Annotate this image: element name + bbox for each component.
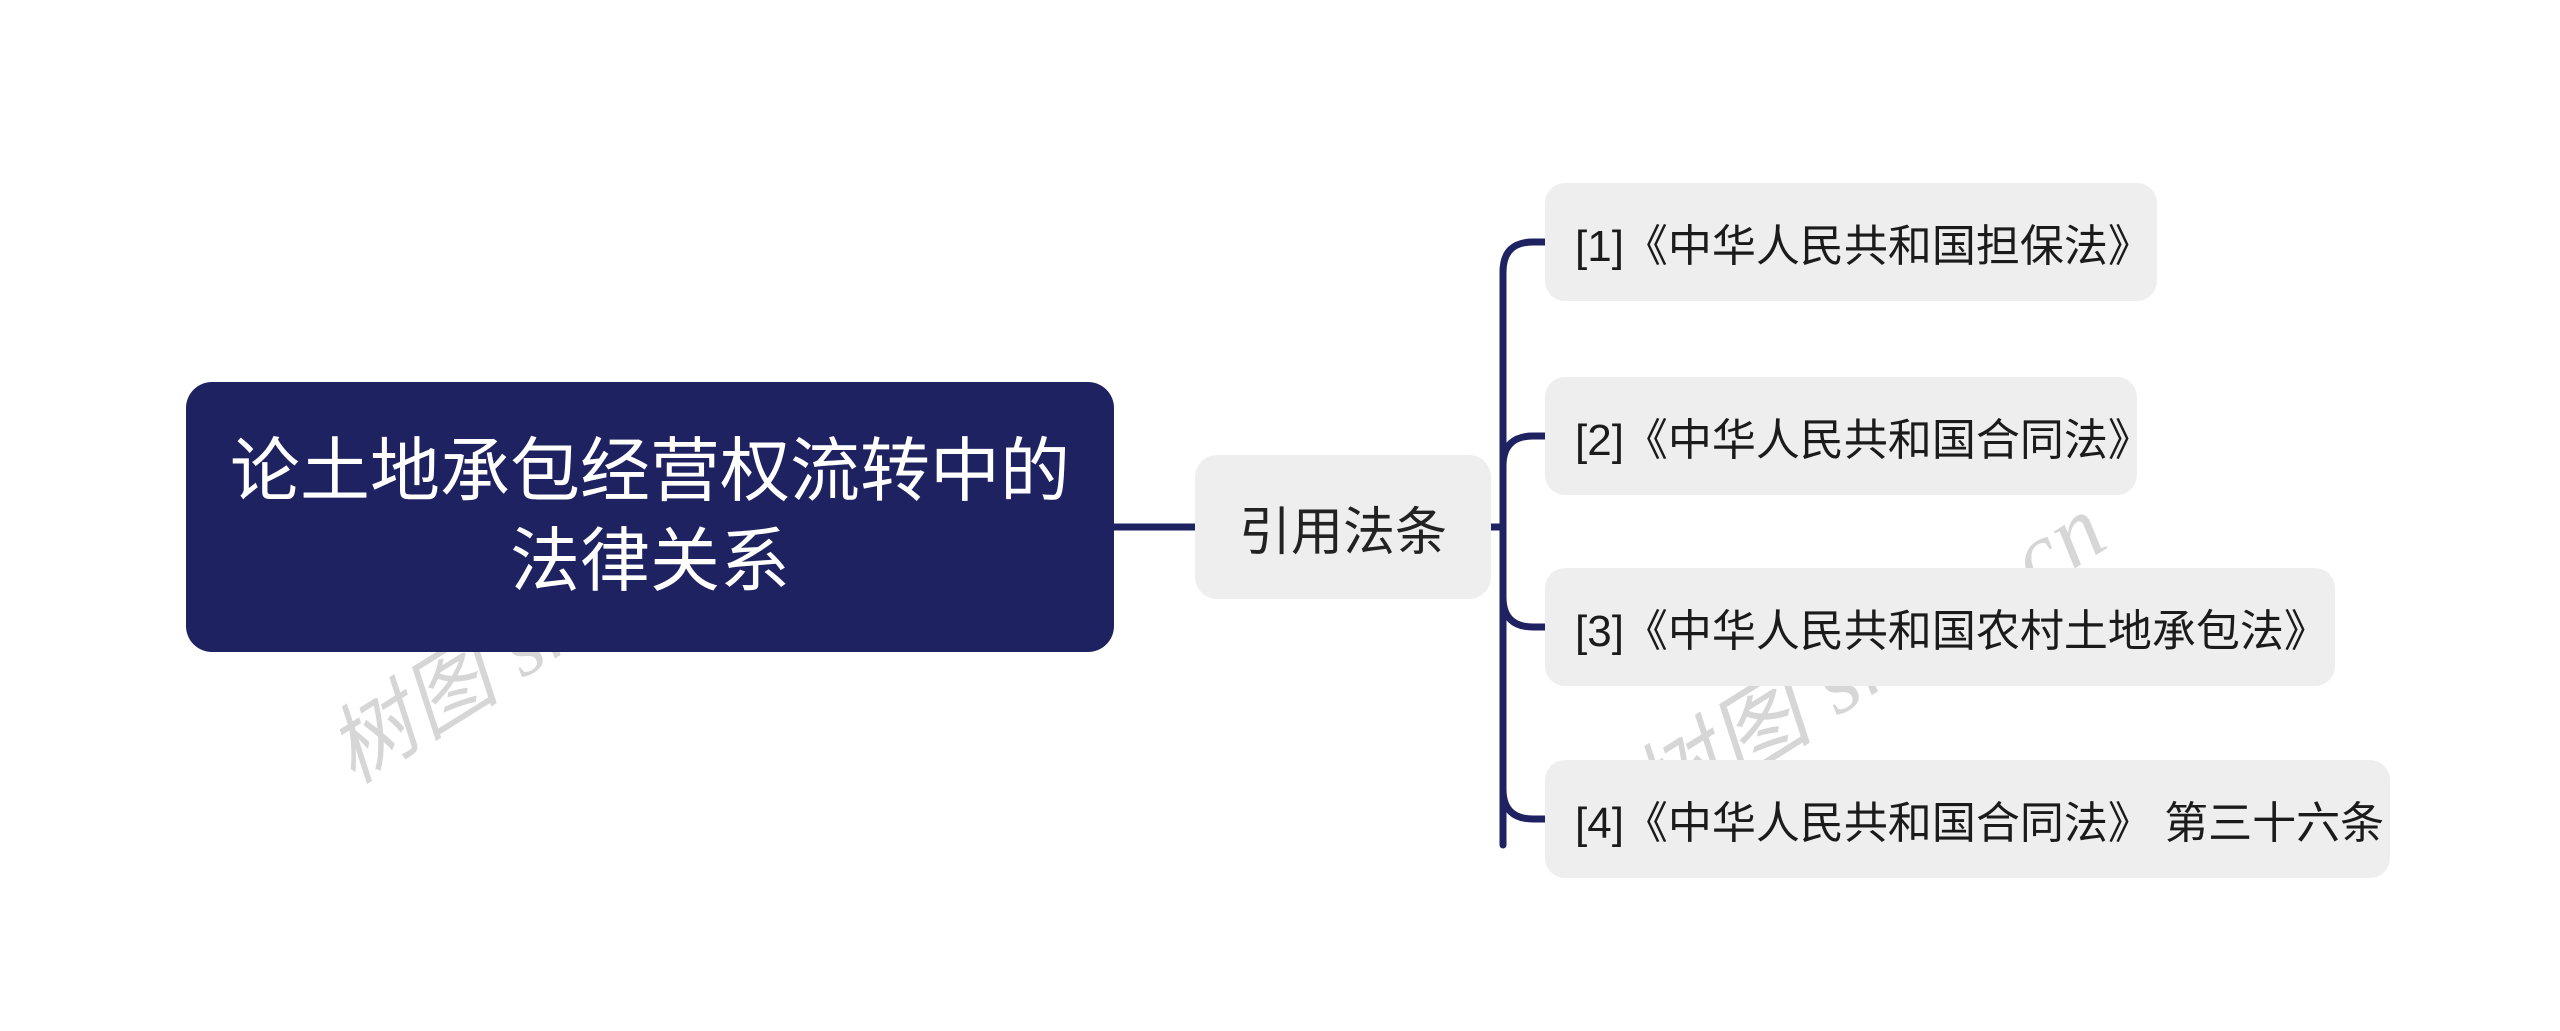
root-node-label: 论土地承包经营权流转中的法律关系 — [230, 432, 1070, 600]
leaf-node-label: [1]《中华人民共和国担保法》 — [1575, 222, 2152, 271]
leaf-node-citation-2[interactable]: [2]《中华人民共和国合同法》 — [1545, 377, 2152, 495]
wire-trunk-to-leaf-1 — [1499, 238, 1545, 273]
leaf-node-label: [2]《中华人民共和国合同法》 — [1575, 416, 2152, 465]
branch-node-citations[interactable]: 引用法条 — [1195, 455, 1491, 599]
leaf-node-citation-1[interactable]: [1]《中华人民共和国担保法》 — [1545, 183, 2157, 301]
root-node[interactable]: 论土地承包经营权流转中的法律关系 — [186, 382, 1114, 652]
branch-node-label: 引用法条 — [1238, 503, 1447, 562]
wire-trunk-to-leaf-4 — [1499, 788, 1545, 823]
leaf-node-label: [3]《中华人民共和国农村土地承包法》 — [1575, 607, 2328, 656]
leaf-node-label: [4]《中华人民共和国合同法》 第三十六条 — [1575, 799, 2385, 848]
leaf-node-citation-4[interactable]: [4]《中华人民共和国合同法》 第三十六条 — [1545, 760, 2390, 878]
leaf-node-citation-3[interactable]: [3]《中华人民共和国农村土地承包法》 — [1545, 568, 2335, 686]
wire-trunk-to-leaf-3 — [1499, 596, 1545, 631]
wire-trunk-to-leaf-2 — [1499, 432, 1545, 467]
